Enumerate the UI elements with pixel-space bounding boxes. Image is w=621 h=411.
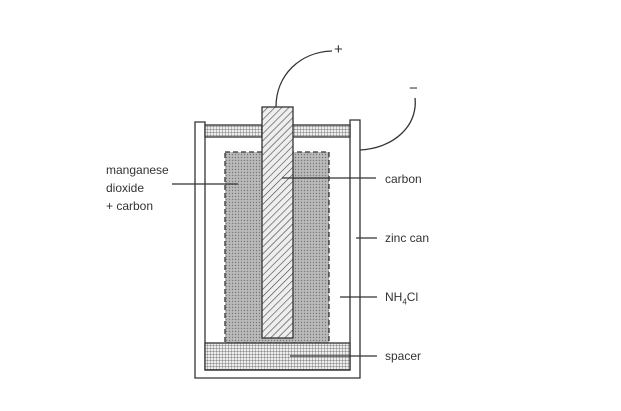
positive-wire — [275, 50, 333, 108]
carbon-label: carbon — [385, 172, 422, 186]
carbon-rod — [261, 106, 294, 339]
mno2-label-line2: dioxide — [106, 181, 145, 195]
mno2-label-line1: manganese — [106, 163, 169, 177]
electrolyte-cl: Cl — [406, 290, 419, 304]
negative-wire — [359, 97, 416, 151]
negative-terminal-label: − — [409, 80, 418, 97]
electrolyte-subscript: 4 — [402, 297, 407, 307]
mno2-label-line3: + carbon — [106, 199, 154, 213]
positive-terminal-label: + — [334, 41, 343, 58]
spacer-label: spacer — [385, 349, 422, 363]
electrolyte-label: NH4Cl — [385, 288, 418, 311]
zinc-can-label: zinc can — [385, 231, 430, 245]
zinc-can-outer — [194, 119, 361, 379]
electrolyte-nh: NH — [385, 290, 403, 304]
